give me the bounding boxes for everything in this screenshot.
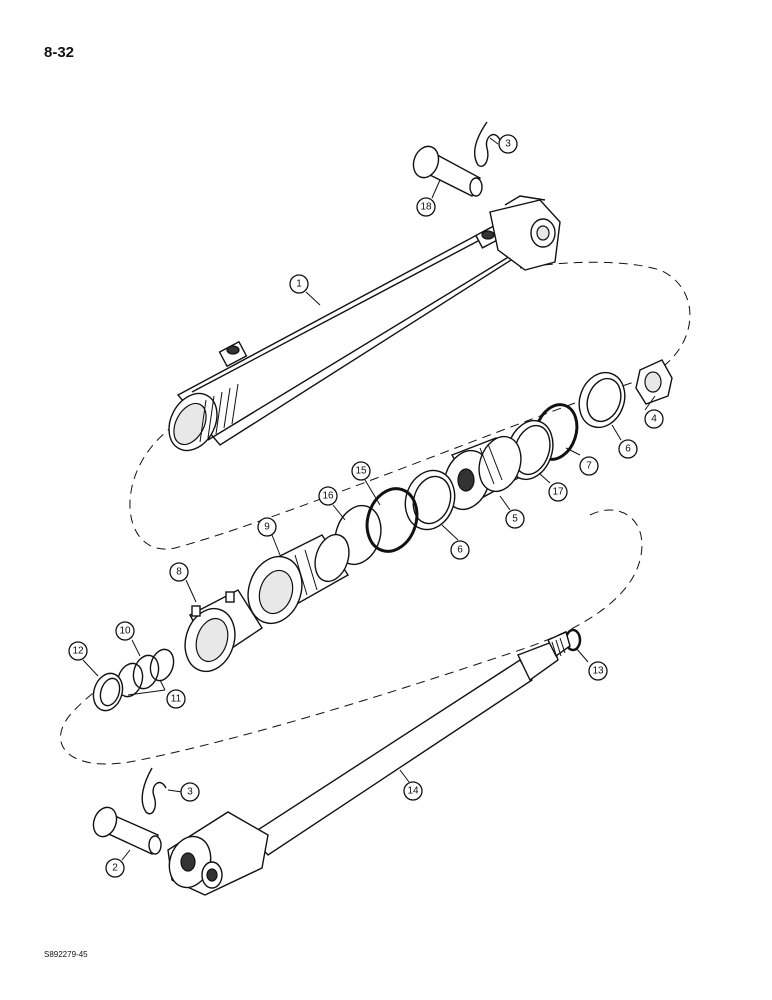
svg-text:18: 18 [420,202,432,213]
callout-9: 9 [257,517,277,537]
rod-seal-11a [149,648,175,682]
svg-text:6: 6 [625,444,631,455]
callout-3-upper: 3 [498,134,518,154]
svg-text:5: 5 [512,514,518,525]
piston [443,435,522,511]
figure-code: S892279-45 [44,950,88,959]
page-number: 8-32 [44,44,75,61]
svg-text:1: 1 [296,279,302,290]
callout-11: 11 [166,689,186,709]
upper-pin [412,145,483,197]
cylinder-head-nut [184,589,263,673]
callout-1: 1 [289,274,309,294]
svg-text:2: 2 [112,863,118,874]
rod-seal-10 [132,654,160,690]
callout-15: 15 [351,461,371,481]
callout-16: 16 [318,486,338,506]
piston-rod [167,631,571,896]
piston-nut [635,359,673,405]
svg-text:7: 7 [586,461,592,472]
callout-2: 2 [105,858,125,878]
assembly-loop-lower [60,509,643,765]
callout-12: 12 [68,641,88,661]
svg-text:14: 14 [407,786,419,797]
callout-7: 7 [579,456,599,476]
svg-text:17: 17 [552,487,564,498]
svg-text:6: 6 [457,545,463,556]
lower-pin [92,806,162,855]
svg-text:16: 16 [322,491,334,502]
callout-5: 5 [505,509,525,529]
backup-ring-16 [334,504,382,566]
svg-text:8: 8 [176,567,182,578]
callout-10: 10 [115,621,135,641]
lower-hair-pin-clip [141,767,167,815]
svg-text:13: 13 [592,666,604,677]
svg-text:10: 10 [119,626,131,637]
callout-8: 8 [169,562,189,582]
svg-text:3: 3 [187,787,193,798]
svg-text:15: 15 [355,466,367,477]
rod-wiper [92,672,124,712]
callout-4: 4 [644,409,664,429]
o-ring-15 [365,487,419,553]
svg-text:3: 3 [505,139,511,150]
leader-lines [82,137,656,861]
callout-6-right: 6 [618,439,638,459]
callout-18: 18 [416,197,436,217]
svg-text:12: 12 [72,646,84,657]
callout-13: 13 [588,661,608,681]
svg-text:11: 11 [171,694,182,705]
assembly-loop-upper [129,261,691,550]
cylinder-barrel [168,195,561,452]
callout-3-lower: 3 [180,782,200,802]
svg-text:9: 9 [264,522,270,533]
svg-text:4: 4 [651,414,657,425]
rod-gland [247,533,350,625]
upper-hair-pin-clip [474,121,501,167]
callout-17: 17 [548,482,568,502]
callout-14: 14 [403,781,423,801]
wear-ring-right [578,371,626,429]
callout-6-left: 6 [450,540,470,560]
